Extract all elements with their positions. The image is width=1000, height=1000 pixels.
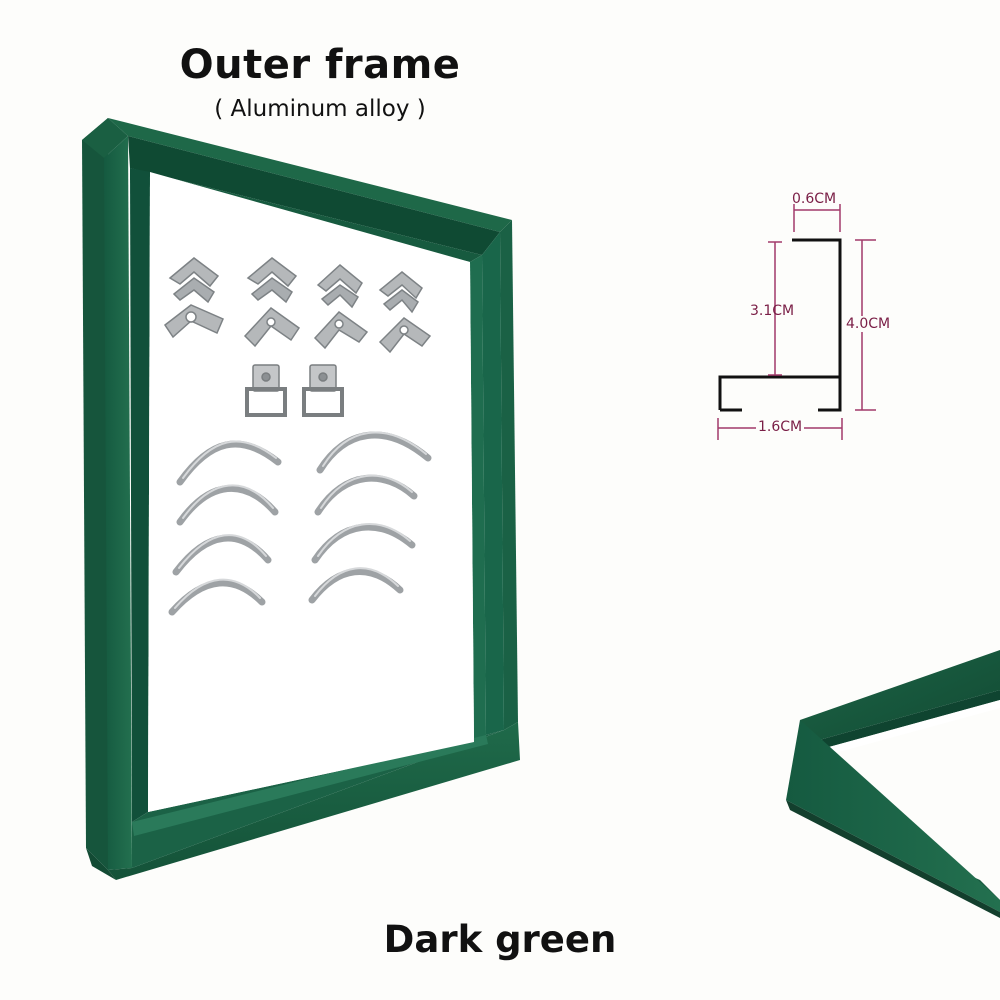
corner-bracket-icon [163,304,432,354]
material-subtitle: ( Aluminum alloy ) [214,96,426,122]
spring-clip-highlight [174,431,427,609]
color-name-label: Dark green [383,918,617,961]
profile-cross-section [717,204,876,440]
frame-corner-closeup [786,650,1000,918]
dimension-lip-width: 0.6CM [792,191,837,207]
dimension-base-width: 1.6CM [756,419,805,435]
hanger-clip-icon [245,364,344,417]
outer-frame [82,118,520,880]
corner-bracket-icon [168,257,423,314]
dimension-inner-height: 3.1CM [750,303,795,319]
dimension-total-height: 4.0CM [846,316,891,332]
page-title: Outer frame [179,42,461,88]
